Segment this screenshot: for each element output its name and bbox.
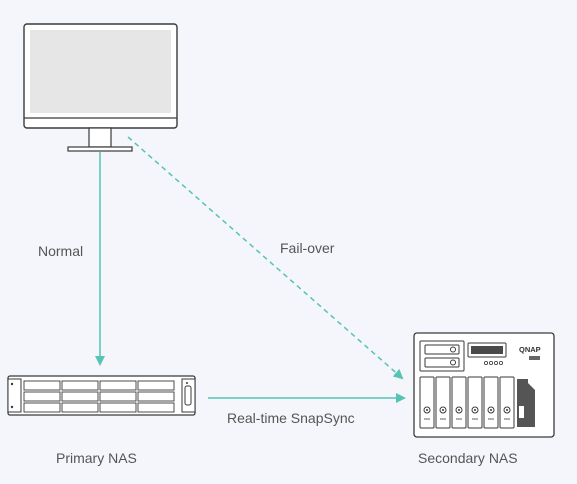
drive-bay — [137, 402, 175, 413]
drive-bay — [61, 380, 99, 391]
drive-bay — [23, 380, 61, 391]
drive-bay — [61, 402, 99, 413]
drive-bay — [99, 402, 137, 413]
tower-drive-bay — [467, 376, 483, 429]
brand-logo: QNAP — [519, 345, 541, 354]
drive-bay — [137, 380, 175, 391]
monitor-icon — [23, 23, 178, 152]
tower-drive-bays — [419, 376, 515, 429]
normal-label: Normal — [38, 243, 84, 259]
failover-label: Fail-over — [280, 240, 335, 256]
tower-drive-bay — [483, 376, 499, 429]
drive-bay — [99, 380, 137, 391]
tower-nas-icon: QNAP — [413, 332, 555, 438]
failover-arrow — [127, 136, 404, 380]
tower-drive-bay — [451, 376, 467, 429]
drive-bay — [23, 391, 61, 402]
tower-drive-bay — [435, 376, 451, 429]
drive-bay — [23, 402, 61, 413]
secondary-nas-label: Secondary NAS — [418, 450, 518, 466]
snapsync-label: Real-time SnapSync — [227, 410, 355, 426]
drive-bay — [61, 391, 99, 402]
rack-drive-bays — [23, 380, 175, 413]
rack-nas-icon — [7, 375, 196, 416]
primary-nas-label: Primary NAS — [56, 450, 137, 466]
tower-drive-bay — [419, 376, 435, 429]
drive-bay — [99, 391, 137, 402]
drive-bay — [137, 391, 175, 402]
tower-drive-bay — [499, 376, 515, 429]
